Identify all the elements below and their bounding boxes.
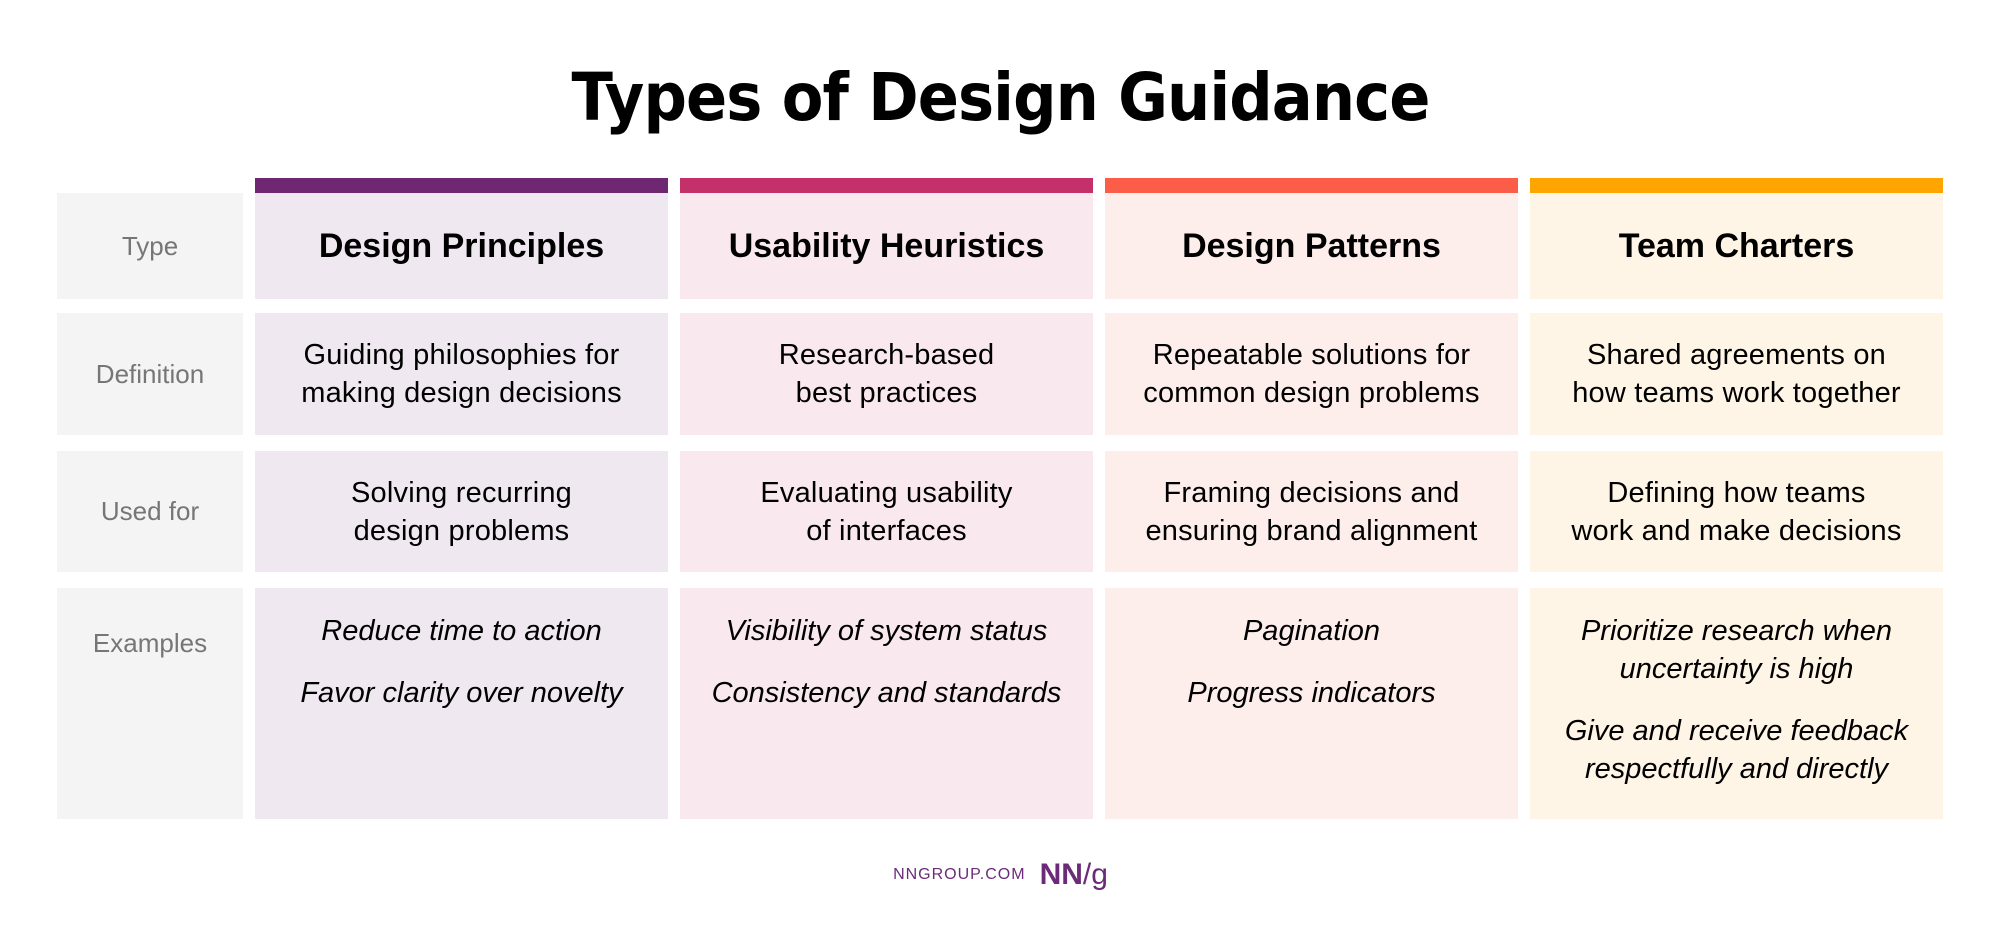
column-accent-bar-design-patterns xyxy=(1105,178,1518,193)
row-label-definition: Definition xyxy=(57,313,243,435)
footer: NNGROUP.COM NN/g xyxy=(0,858,2001,892)
definition-text: Research-based best practices xyxy=(778,339,995,409)
cell-examples-usability-heuristics: Visibility of system status Consistency … xyxy=(680,588,1093,819)
page-title: Types of Design Guidance xyxy=(571,59,1430,136)
nng-logo: NN/g xyxy=(1040,858,1108,892)
definition-text: Guiding philosophies for making design d… xyxy=(301,339,622,409)
logo-slash: / xyxy=(1082,858,1092,891)
used-for-text: Defining how teams work and make decisio… xyxy=(1571,476,1902,547)
cell-used-for-team-charters: Defining how teams work and make decisio… xyxy=(1530,451,1943,572)
column-accent-bar-design-principles xyxy=(255,178,668,193)
column-heading: Usability Heuristics xyxy=(728,226,1045,265)
row-label-text: Type xyxy=(121,230,179,261)
cell-definition-team-charters: Shared agreements on how teams work toge… xyxy=(1530,313,1943,435)
cell-examples-design-principles: Reduce time to action Favor clarity over… xyxy=(255,588,668,819)
cell-type-design-principles: Design Principles xyxy=(255,193,668,299)
column-accent-bar-team-charters xyxy=(1530,178,1943,193)
used-for-text: Evaluating usability of interfaces xyxy=(760,476,1013,547)
definition-text: Shared agreements on how teams work toge… xyxy=(1572,339,1901,409)
example-item: Visibility of system status xyxy=(725,615,1048,647)
example-item: Progress indicators xyxy=(1187,677,1436,709)
example-item: Favor clarity over novelty xyxy=(300,677,623,709)
examples-list: Reduce time to action Favor clarity over… xyxy=(300,588,622,736)
examples-list: Pagination Progress indicators xyxy=(1187,588,1435,736)
column-heading: Design Principles xyxy=(318,226,605,265)
cell-definition-design-patterns: Repeatable solutions for common design p… xyxy=(1105,313,1518,435)
site-url[interactable]: NNGROUP.COM xyxy=(893,866,1026,883)
example-item: Prioritize research when uncertainty is … xyxy=(1580,615,1893,685)
logo-g: g xyxy=(1091,858,1108,891)
row-label-text: Definition xyxy=(95,358,205,389)
definition-text: Repeatable solutions for common design p… xyxy=(1143,339,1480,409)
example-item: Pagination xyxy=(1242,615,1381,647)
cell-used-for-design-patterns: Framing decisions and ensuring brand ali… xyxy=(1105,451,1518,572)
column-heading: Design Patterns xyxy=(1182,226,1441,265)
row-label-examples: Examples xyxy=(57,588,243,819)
cell-definition-usability-heuristics: Research-based best practices xyxy=(680,313,1093,435)
examples-list: Visibility of system status Consistency … xyxy=(712,588,1062,736)
cell-type-usability-heuristics: Usability Heuristics xyxy=(680,193,1093,299)
row-label-used-for: Used for xyxy=(57,451,243,572)
column-heading: Team Charters xyxy=(1618,226,1855,265)
cell-used-for-design-principles: Solving recurring design problems xyxy=(255,451,668,572)
used-for-text: Solving recurring design problems xyxy=(351,476,572,547)
row-label-text: Examples xyxy=(92,628,208,658)
cell-used-for-usability-heuristics: Evaluating usability of interfaces xyxy=(680,451,1093,572)
cell-examples-design-patterns: Pagination Progress indicators xyxy=(1105,588,1518,819)
cell-type-team-charters: Team Charters xyxy=(1530,193,1943,299)
cell-examples-team-charters: Prioritize research when uncertainty is … xyxy=(1530,588,1943,819)
row-label-type: Type xyxy=(57,193,243,299)
column-accent-bar-usability-heuristics xyxy=(680,178,1093,193)
example-item: Reduce time to action xyxy=(321,615,602,647)
cell-definition-design-principles: Guiding philosophies for making design d… xyxy=(255,313,668,435)
cell-type-design-patterns: Design Patterns xyxy=(1105,193,1518,299)
examples-list: Prioritize research when uncertainty is … xyxy=(1565,588,1908,812)
row-label-text: Used for xyxy=(100,496,200,526)
example-item: Give and receive feedback respectfully a… xyxy=(1564,715,1909,785)
used-for-text: Framing decisions and ensuring brand ali… xyxy=(1145,476,1478,547)
logo-nn: NN xyxy=(1039,858,1083,891)
example-item: Consistency and standards xyxy=(711,677,1062,709)
